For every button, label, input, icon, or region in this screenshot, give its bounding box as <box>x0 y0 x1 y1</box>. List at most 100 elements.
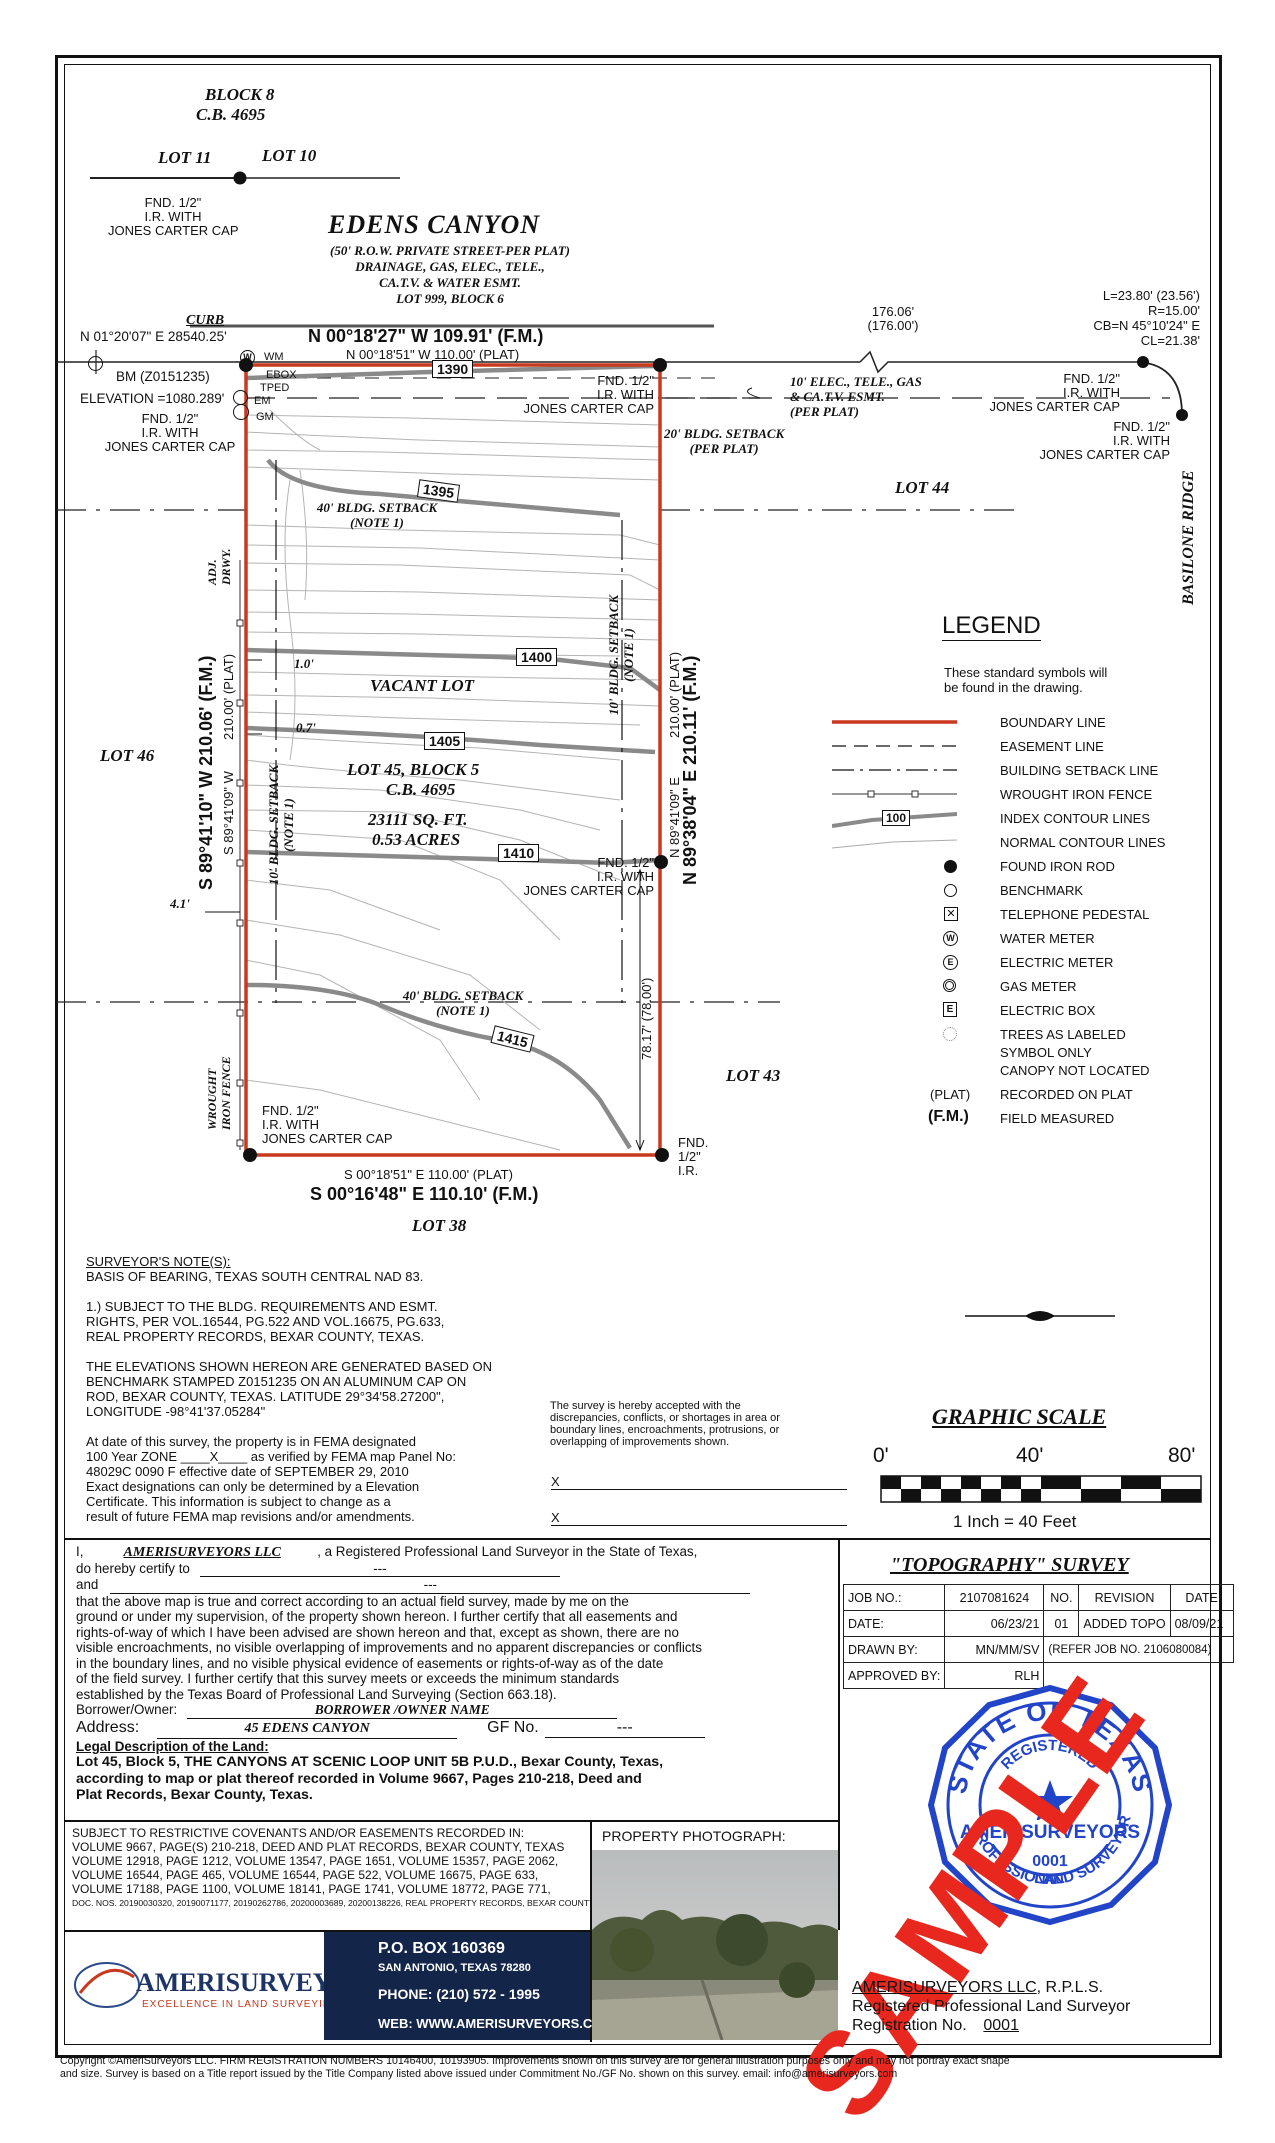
job-number: 2107081624 <box>944 1584 1045 1611</box>
date-label: DATE: <box>842 1610 946 1637</box>
legend-label: FOUND IRON ROD <box>1000 859 1115 874</box>
surveyor-seal: STATE OF TEXAS REGISTERED AMERISURVEYORS… <box>927 1684 1173 1926</box>
setback-10-right-note: 10' BLDG. SETBACK(NOTE 1) <box>606 594 636 716</box>
gas-meter-label: GM <box>256 411 274 423</box>
contour-sample-label: 100 <box>882 810 911 826</box>
electric-meter-label: EM <box>254 395 271 407</box>
telephone-pedestal-label: TPED <box>260 382 290 394</box>
fm-abbr: (F.M.) <box>928 1108 969 1125</box>
logo-phone[interactable]: PHONE: (210) 572 - 1995 <box>378 1986 540 2002</box>
telephone-pedestal-icon: ✕ <box>944 907 958 921</box>
building-setback-lines <box>275 460 623 1003</box>
survey-title: "TOPOGRAPHY" SURVEY <box>890 1554 1129 1576</box>
scale-label-80: 80' <box>1168 1444 1196 1467</box>
legend-label: SYMBOL ONLY <box>1000 1045 1092 1060</box>
setback-10-left-note: 10' BLDG. SETBACK(NOTE 1) <box>266 764 296 886</box>
fnd-bottom-right-note: FND.1/2"I.R. <box>678 1135 709 1178</box>
scale-label-0: 0' <box>873 1444 889 1467</box>
index-contours <box>245 363 662 1150</box>
tree-icon <box>943 1027 957 1041</box>
logo-tagline: EXCELLENCE IN LAND SURVEYING <box>142 1999 340 2010</box>
signature-mark: X <box>551 1510 560 1525</box>
contour-label-1405: 1405 <box>424 732 466 750</box>
property-photo <box>592 1850 838 2040</box>
logo-web[interactable]: WEB: WWW.AMERISURVEYORS.COM <box>378 2016 614 2031</box>
legend-field: (F.M.)FIELD MEASURED <box>832 1106 1162 1130</box>
signature-rpls: , R.P.L.S. <box>1036 1979 1104 1996</box>
distance-78-label: 78.17' (78.00') <box>639 977 654 1060</box>
east-plat-distance: 210.00' (PLAT) <box>667 651 682 738</box>
iron-rod-icon <box>944 860 957 873</box>
legend-label: ELECTRIC METER <box>1000 955 1114 970</box>
dim-4-1-label: 4.1' <box>170 896 190 911</box>
job-label: JOB NO.: <box>842 1584 946 1611</box>
covenants: SUBJECT TO RESTRICTIVE COVENANTS AND/OR … <box>72 1826 627 1908</box>
legend-label: TREES AS LABELED <box>1000 1027 1126 1042</box>
drawn-value: MN/MM/SV <box>944 1636 1045 1663</box>
legend: BOUNDARY LINE EASEMENT LINE BUILDING SET… <box>832 710 1172 1140</box>
legend-label: EASEMENT LINE <box>1000 739 1104 754</box>
legend-label: NORMAL CONTOUR LINES <box>1000 835 1166 850</box>
bottom-section-rule <box>64 1538 1211 1540</box>
scale-bar <box>880 1475 1202 1503</box>
legend-trees: TREES AS LABELED <box>832 1022 1162 1046</box>
legend-plat: (PLAT)RECORDED ON PLAT <box>832 1082 1162 1106</box>
legend-normal-contour: NORMAL CONTOUR LINES <box>832 830 1166 854</box>
lot-38-label: LOT 38 <box>412 1216 467 1235</box>
electric-meter-icon: E <box>943 955 958 970</box>
legend-label: BENCHMARK <box>1000 883 1084 898</box>
legend-electric-meter: E ELECTRIC METER <box>832 950 1162 974</box>
normal-contour-icon <box>832 839 957 849</box>
legend-label: WROUGHT IRON FENCE <box>1000 787 1153 802</box>
signature-company: AMERISURVEYORS LLC <box>852 1979 1037 1996</box>
acceptance-signature-2[interactable]: X <box>551 1510 847 1526</box>
dim-1-0-label: 1.0' <box>294 656 314 671</box>
east-plat-bearing: N 89°41'09" E <box>667 777 682 858</box>
coordinate-label: N 01°20'07" E 28540.25' <box>80 329 227 344</box>
acceptance-signature-1[interactable]: X <box>551 1474 847 1490</box>
curb-label: CURB <box>186 313 225 328</box>
surveyor-notes: SURVEYOR'S NOTE(S): BASIS OF BEARING, TE… <box>86 1254 492 1524</box>
seal-number-text: 0001 <box>1032 1853 1068 1870</box>
approved-value: RLH <box>944 1662 1045 1689</box>
date-value: 06/23/21 <box>944 1610 1045 1637</box>
legend-label: BUILDING SETBACK LINE <box>1000 763 1159 778</box>
contour-label-1410: 1410 <box>498 844 540 862</box>
title-block-table: JOB NO.: 2107081624 NO. REVISION DATE DA… <box>842 1584 1234 1689</box>
cert-divider <box>838 1538 840 1930</box>
ornament-divider <box>965 1311 1115 1321</box>
signature-block: AMERISURVEYORS LLC, R.P.L.S. Registered … <box>852 1978 1130 2035</box>
legend-telephone: ✕TELEPHONE PEDESTAL <box>832 902 1162 926</box>
certification: I, AMERISURVEYORS LLC, a Registered Prof… <box>76 1544 826 1804</box>
rev-no: 01 <box>1043 1610 1080 1637</box>
logo-globe-icon <box>74 1962 140 2008</box>
benchmark-icon <box>944 884 957 897</box>
south-bearing-plat: S 00°18'51" E 110.00' (PLAT) <box>344 1167 513 1182</box>
logo-pobox: P.O. BOX 160369 <box>378 1940 505 1957</box>
property-photo-label: PROPERTY PHOTOGRAPH: <box>602 1828 786 1844</box>
legend-fence: WROUGHT IRON FENCE <box>832 782 1162 806</box>
found-iron-rods <box>233 171 1188 1162</box>
south-bearing-fm: S 00°16'48" E 110.10' (F.M.) <box>310 1184 539 1204</box>
photo-divider <box>590 1820 592 2042</box>
legend-label: ELECTRIC BOX <box>1000 1003 1096 1018</box>
rev-date: 08/09/21 <box>1169 1610 1234 1637</box>
legend-label: INDEX CONTOUR LINES <box>1000 811 1151 826</box>
setback-line-icon <box>832 769 957 771</box>
drawn-label: DRAWN BY: <box>842 1636 946 1663</box>
legend-label: GAS METER <box>1000 979 1077 994</box>
easement-line-icon <box>832 745 957 747</box>
setback-40-top-note: 40' BLDG. SETBACK(NOTE 1) <box>316 500 438 530</box>
lot-45-cb-label: C.B. 4695 <box>386 780 456 799</box>
block-8-cb-label: C.B. 4695 <box>196 105 266 124</box>
street-name: EDENS CANYON <box>328 210 541 239</box>
normal-contours <box>245 409 661 1151</box>
north-bearing-fm: N 00°18'27" W 109.91' (F.M.) <box>308 326 544 346</box>
